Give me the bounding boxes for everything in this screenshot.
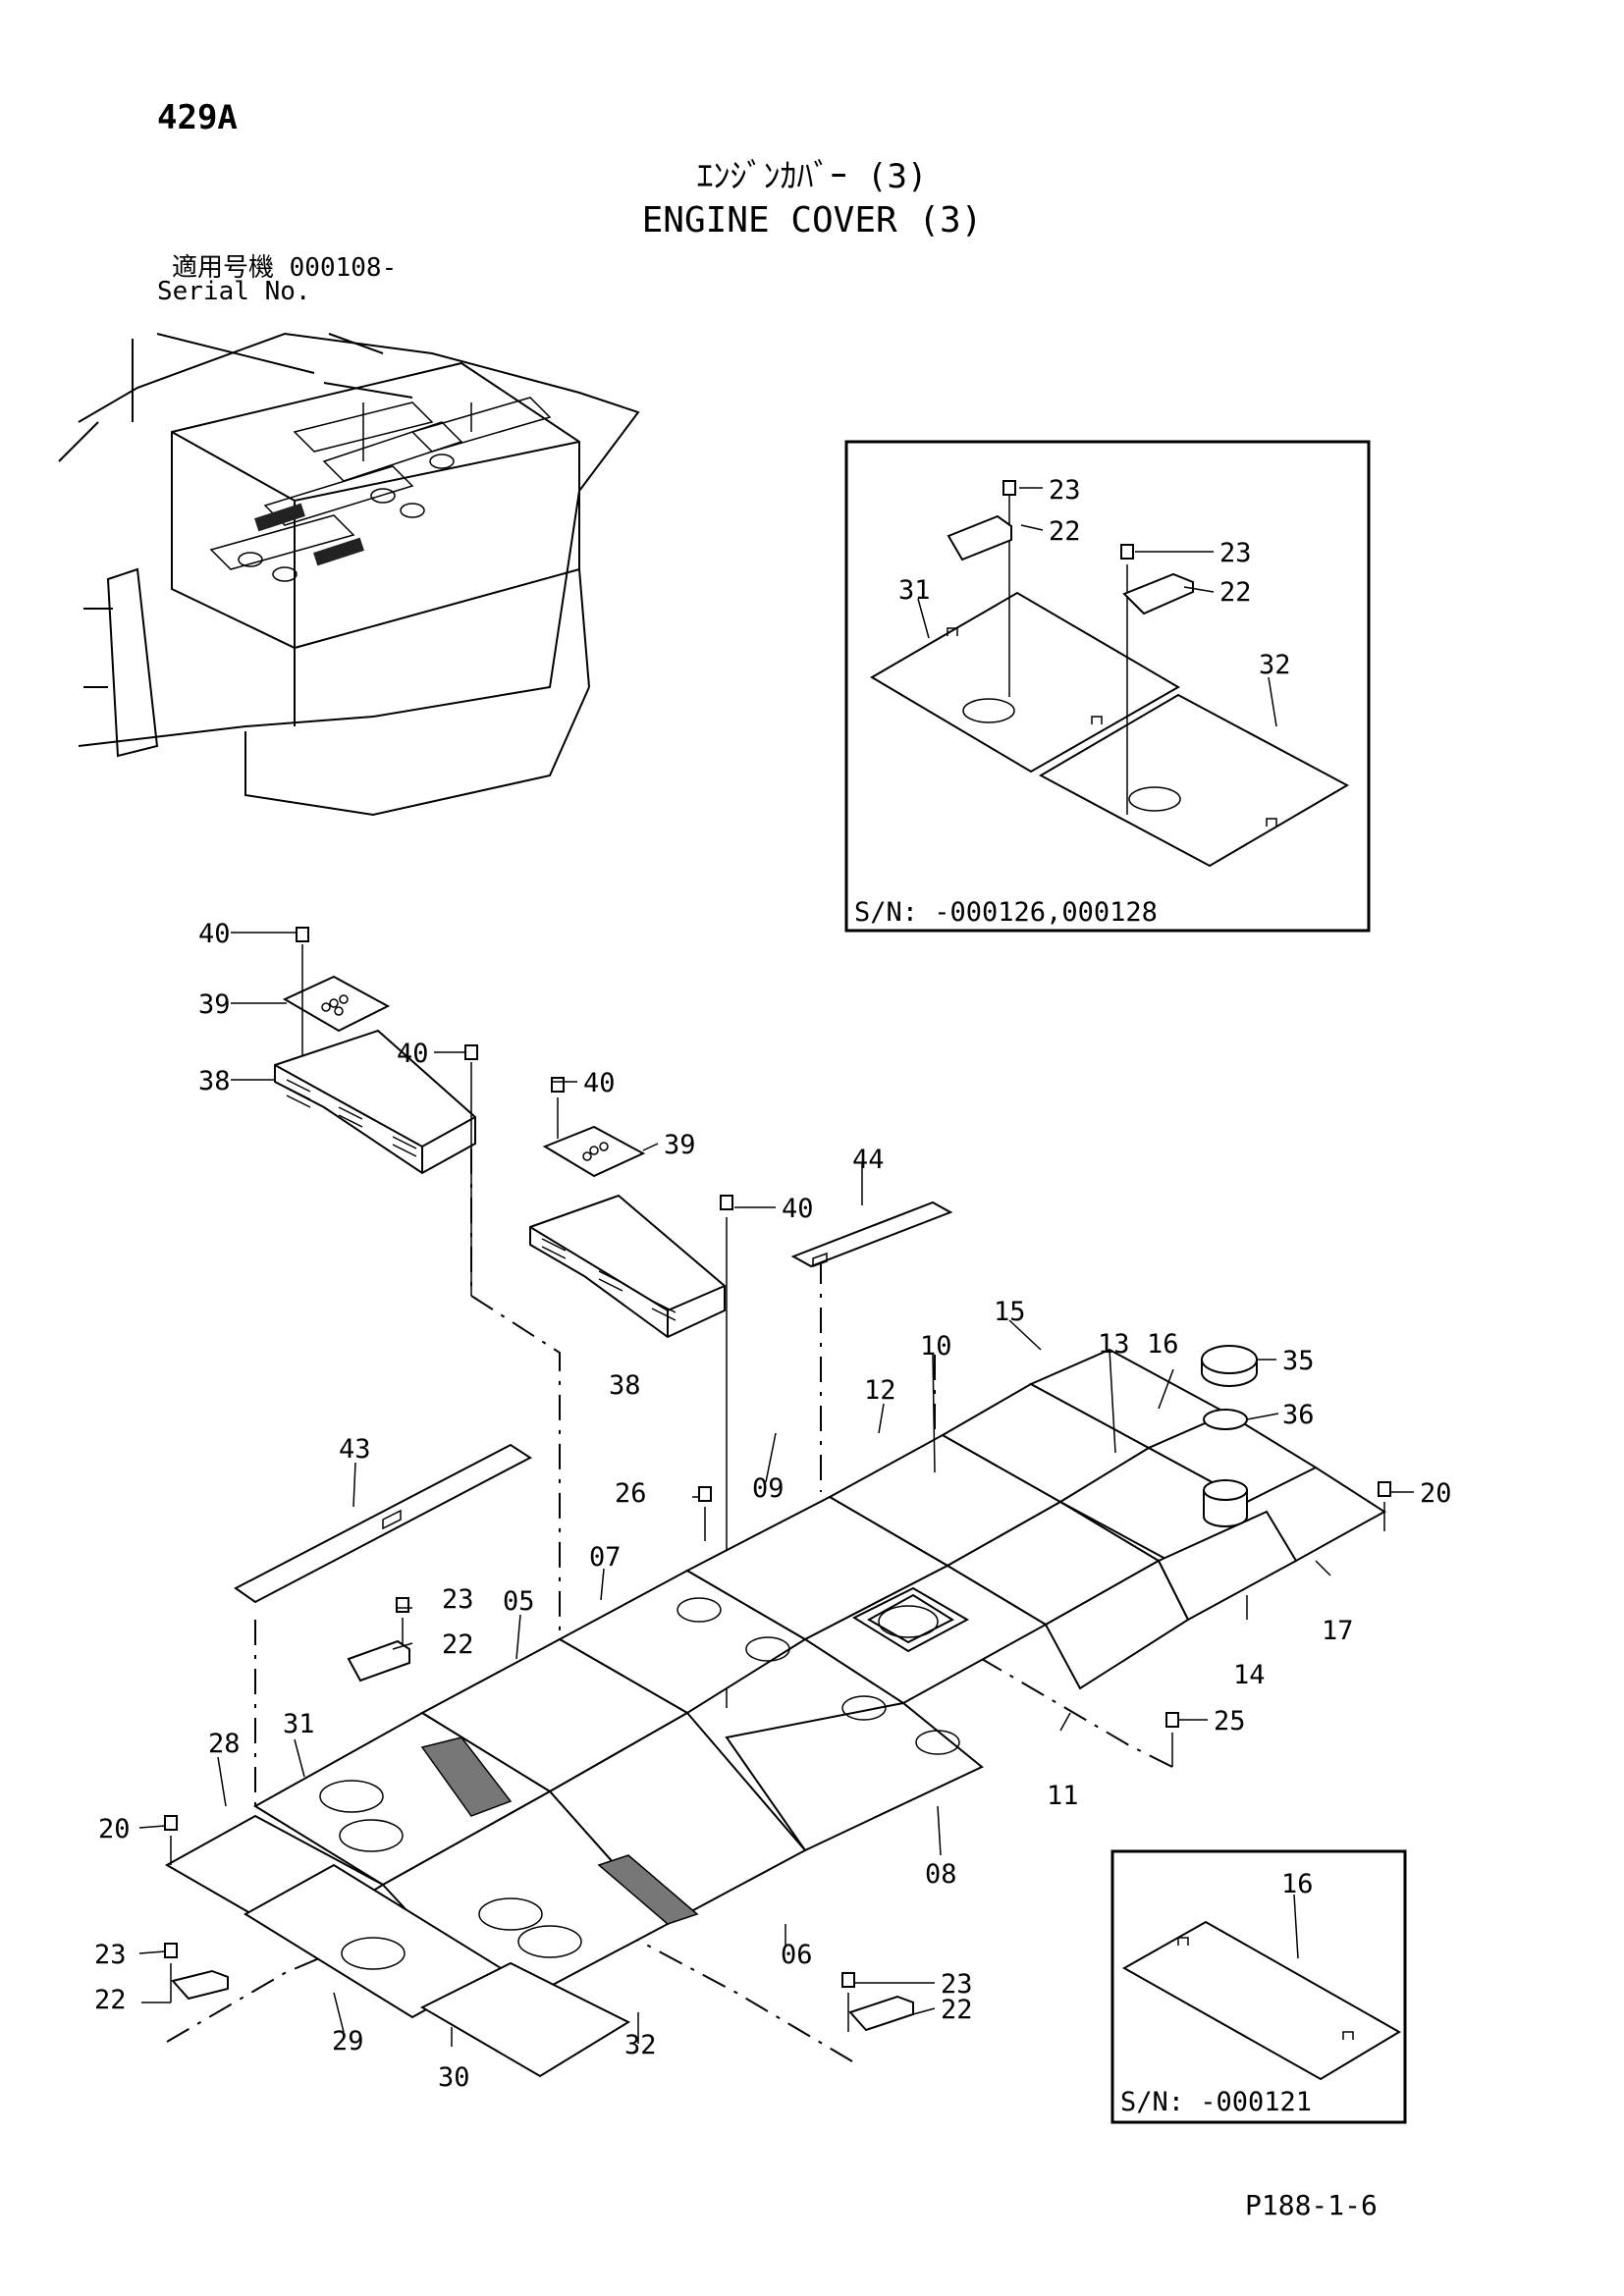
callout-17: 17 (1322, 1616, 1354, 1646)
callout-07: 07 (589, 1542, 622, 1573)
callout-31: 31 (283, 1709, 315, 1739)
callout-23: 23 (941, 1969, 973, 2000)
inset-box-late-serial: 16 S/N: -000121 (1110, 1849, 1407, 2124)
callout-05: 05 (503, 1586, 535, 1617)
inset1-caption: S/N: -000126,000128 (854, 897, 1158, 928)
callout-06: 06 (781, 1940, 813, 1970)
callout-32: 32 (624, 2030, 657, 2060)
inset1-callout-23b: 23 (1219, 538, 1252, 568)
callout-30: 30 (438, 2062, 470, 2093)
page-code: P188-1-6 (1245, 2189, 1378, 2221)
inset1-callout-22a: 22 (1049, 516, 1081, 547)
main-exploded-view: 40 39 38 40 40 39 40 38 44 15 10 13 16 3… (94, 919, 1452, 2093)
callout-40: 40 (198, 919, 231, 949)
inset1-callout-32: 32 (1259, 650, 1291, 680)
callout-29: 29 (332, 2026, 364, 2056)
floor-plate-11 (1044, 1559, 1190, 1690)
inset-box-early-serial: 23 22 23 22 31 32 S/N: -000126,000128 (844, 440, 1371, 933)
inset2-callout-16: 16 (1281, 1869, 1314, 1899)
callout-44: 44 (852, 1145, 885, 1175)
callout-20: 20 (98, 1814, 131, 1844)
title-japanese: ｴﾝｼﾞﾝｶﾊﾞｰ (3) (696, 157, 928, 196)
callout-08: 08 (925, 1859, 957, 1890)
callout-36: 36 (1282, 1400, 1315, 1430)
callout-39: 39 (664, 1130, 696, 1160)
callout-38: 38 (609, 1370, 641, 1401)
floor-plate-08 (725, 1701, 984, 1852)
callout-16: 16 (1147, 1329, 1179, 1360)
inset1-callout-23a: 23 (1049, 475, 1081, 506)
callout-23: 23 (442, 1584, 474, 1615)
callout-11: 11 (1047, 1781, 1079, 1811)
page-number: 429A (157, 98, 238, 137)
callout-15: 15 (994, 1297, 1026, 1327)
callout-23: 23 (94, 1940, 127, 1970)
inset1-callout-31: 31 (898, 575, 931, 606)
callout-12: 12 (864, 1375, 896, 1406)
title-english: ENGINE COVER (3) (641, 200, 983, 240)
callout-40: 40 (782, 1194, 814, 1224)
callout-38: 38 (198, 1066, 231, 1096)
callout-35: 35 (1282, 1346, 1315, 1376)
callout-14: 14 (1233, 1660, 1266, 1690)
floor-plate-30 (419, 1961, 631, 2078)
machine-overview-sketch (58, 332, 640, 817)
inset2-caption: S/N: -000121 (1120, 2087, 1312, 2117)
cover-plate-32 (1038, 693, 1350, 868)
callout-13: 13 (1098, 1329, 1130, 1360)
callout-40: 40 (397, 1039, 429, 1069)
callout-39: 39 (198, 989, 231, 1020)
callout-22: 22 (442, 1629, 474, 1660)
callout-22: 22 (94, 1985, 127, 2015)
callout-09: 09 (752, 1473, 785, 1504)
serial-label-japanese: 適用号機 000108- (172, 253, 398, 283)
callout-25: 25 (1214, 1706, 1246, 1736)
callout-28: 28 (208, 1729, 241, 1759)
serial-label-english: Serial No. (157, 277, 311, 306)
callout-22: 22 (941, 1995, 973, 2025)
callout-10: 10 (920, 1331, 952, 1362)
cover-plate-31 (870, 591, 1180, 774)
callout-20: 20 (1420, 1478, 1452, 1509)
inset1-callout-22b: 22 (1219, 577, 1252, 608)
callout-43: 43 (339, 1434, 371, 1465)
callout-26: 26 (615, 1478, 647, 1509)
callout-40: 40 (583, 1068, 616, 1098)
